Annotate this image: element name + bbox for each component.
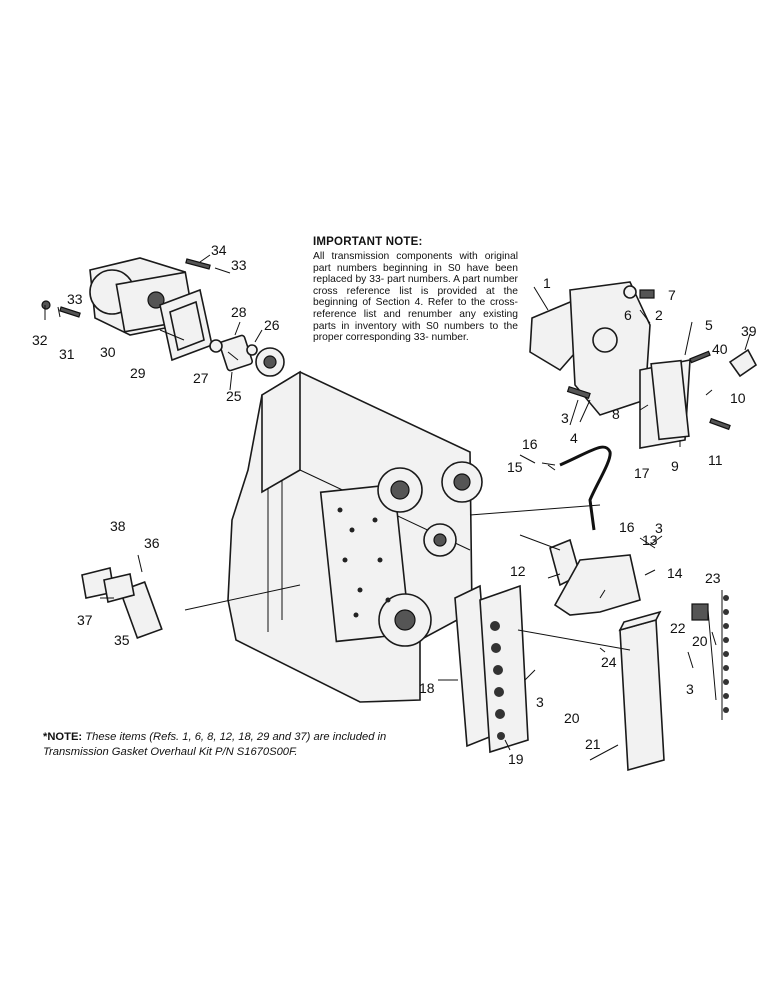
callout-4: 4 xyxy=(570,430,578,446)
callout-36: 36 xyxy=(144,535,160,551)
wiring-harness-23 xyxy=(691,590,729,720)
callout-3a: 3 xyxy=(561,410,569,426)
callout-3b: 3 xyxy=(655,520,663,536)
callout-10: 10 xyxy=(730,390,746,406)
callout-20b: 20 xyxy=(564,710,580,726)
callout-5: 5 xyxy=(705,317,713,333)
callout-27: 27 xyxy=(193,370,209,386)
callout-14: 14 xyxy=(667,565,683,581)
control-valve-13 xyxy=(549,538,641,616)
small-fasteners-left xyxy=(41,258,211,318)
bearing-parts xyxy=(209,334,285,377)
footnote-text: These items (Refs. 1, 6, 8, 12, 18, 29 a… xyxy=(43,731,387,758)
callout-39: 39 xyxy=(741,323,757,339)
callout-18: 18 xyxy=(419,680,435,696)
tube-17 xyxy=(559,445,612,531)
callout-13: 13 xyxy=(642,532,658,548)
transmission-housing xyxy=(227,370,483,703)
callout-28: 28 xyxy=(231,304,247,320)
callout-20a: 20 xyxy=(692,633,708,649)
cover-21 xyxy=(618,610,665,772)
callout-24: 24 xyxy=(601,654,617,670)
valve-cover-assembly xyxy=(529,281,758,449)
important-note-title: IMPORTANT NOTE: xyxy=(313,236,423,248)
callout-19: 19 xyxy=(508,751,524,767)
callout-8: 8 xyxy=(612,406,620,422)
footnote-label: *NOTE: xyxy=(43,731,83,743)
callout-37: 37 xyxy=(77,612,93,628)
callout-34: 34 xyxy=(211,242,227,258)
callout-32: 32 xyxy=(32,332,48,348)
callout-33b: 33 xyxy=(231,257,247,273)
filter-35 xyxy=(81,567,163,639)
callout-38: 38 xyxy=(110,518,126,534)
callout-25: 25 xyxy=(226,388,242,404)
callout-11: 11 xyxy=(708,452,723,468)
callout-3c: 3 xyxy=(536,694,544,710)
callout-40: 40 xyxy=(712,341,728,357)
callout-15: 15 xyxy=(507,459,523,475)
leader-lines xyxy=(44,254,751,761)
callout-22: 22 xyxy=(670,620,686,636)
callout-23: 23 xyxy=(705,570,721,586)
callout-30: 30 xyxy=(100,344,116,360)
callout-35: 35 xyxy=(114,632,130,648)
callout-16a: 16 xyxy=(522,436,538,452)
callout-26: 26 xyxy=(264,317,280,333)
kit-footnote: *NOTE: These items (Refs. 1, 6, 8, 12, 1… xyxy=(43,730,403,759)
callout-3d: 3 xyxy=(686,681,694,697)
callout-29: 29 xyxy=(130,365,146,381)
callout-7: 7 xyxy=(668,287,676,303)
valve-body-19 xyxy=(454,584,529,754)
callout-1: 1 xyxy=(543,275,551,291)
callout-9: 9 xyxy=(671,458,679,474)
callout-21: 21 xyxy=(585,736,601,752)
callout-12: 12 xyxy=(510,563,526,579)
callout-labels: 1 2 3 3 3 3 4 5 6 7 8 9 10 11 12 13 14 1… xyxy=(32,242,757,767)
callout-31: 31 xyxy=(59,346,75,362)
callout-17: 17 xyxy=(634,465,650,481)
important-note-body: All transmission components with origina… xyxy=(313,251,518,344)
callout-6: 6 xyxy=(624,307,632,323)
callout-16b: 16 xyxy=(619,519,635,535)
callout-33a: 33 xyxy=(67,291,83,307)
callout-2: 2 xyxy=(655,307,663,323)
